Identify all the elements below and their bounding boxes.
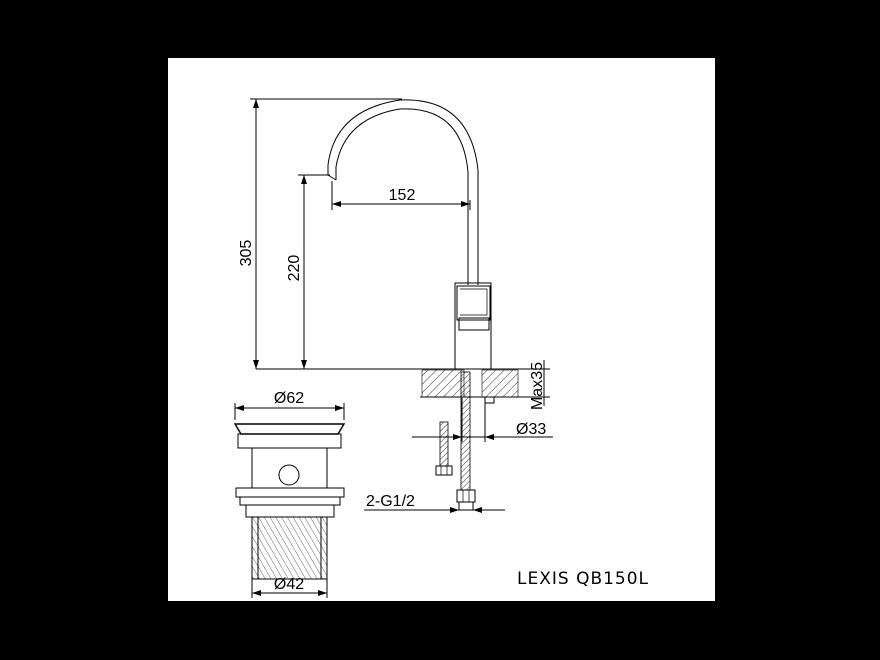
model-label: LEXIS QB150L [517, 569, 649, 589]
dim-max-deck: Max35 [500, 360, 550, 410]
dim-hole-diameter: Ø33 [412, 398, 553, 442]
waste-drawing: Ø62 Ø42 [233, 390, 346, 598]
dim-total-height: 305 [238, 98, 402, 369]
dim-label-max35: Max35 [529, 362, 546, 410]
dim-label-o33: Ø33 [516, 421, 546, 438]
dim-spout-reach: 152 [331, 181, 471, 210]
dim-label-connection: 2-G1/2 [366, 493, 415, 510]
dim-label-305: 305 [238, 240, 255, 267]
dim-spout-height: 220 [286, 174, 330, 369]
dim-label-152: 152 [389, 187, 416, 204]
dim-connection: 2-G1/2 [364, 493, 505, 513]
dim-label-220: 220 [286, 255, 303, 282]
dim-label-o42: Ø42 [274, 576, 304, 593]
supply-hoses [435, 371, 476, 510]
dim-label-o62: Ø62 [274, 390, 304, 407]
faucet-outline [327, 99, 492, 370]
